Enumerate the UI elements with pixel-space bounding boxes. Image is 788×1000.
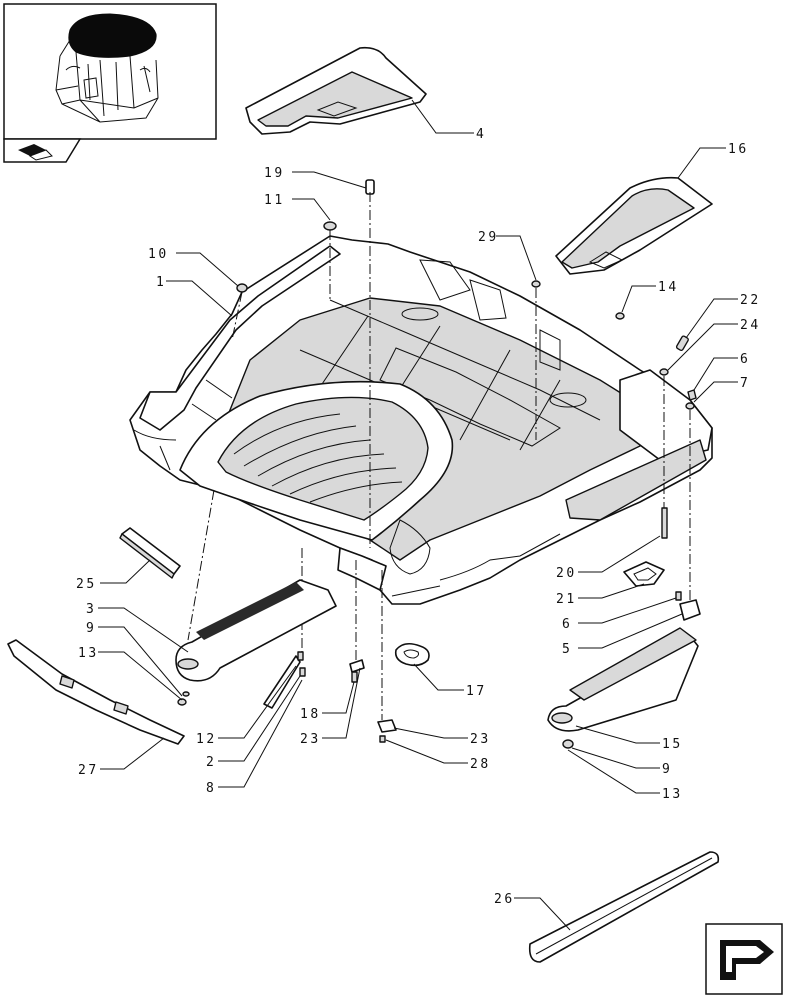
- callout-11: 11: [264, 193, 285, 208]
- part-23-clip[interactable]: [377, 719, 397, 733]
- callout-25: 25: [76, 577, 97, 592]
- part-9-nut-left[interactable]: [177, 698, 187, 706]
- part-25-trim-strip[interactable]: [119, 527, 181, 579]
- part-20-rivet[interactable]: [661, 507, 668, 539]
- callout-16: 16: [728, 142, 749, 157]
- callout-4: 4: [476, 127, 486, 142]
- callout-10: 10: [148, 247, 169, 262]
- part-29-plug[interactable]: [531, 280, 541, 288]
- part-2-screw[interactable]: [297, 651, 304, 661]
- part-19-clip[interactable]: [365, 179, 375, 195]
- callout-13b: 13: [662, 787, 683, 802]
- callout-5: 5: [562, 642, 572, 657]
- part-22-pin[interactable]: [675, 335, 689, 352]
- callout-2: 2: [206, 755, 216, 770]
- cab-roof-highlight: [68, 13, 157, 58]
- part-7-nut[interactable]: [685, 402, 695, 410]
- callout-1: 1: [156, 275, 166, 290]
- callout-24: 24: [740, 318, 761, 333]
- part-28-plug[interactable]: [379, 735, 386, 743]
- callout-9b: 9: [662, 762, 672, 777]
- callout-17: 17: [466, 684, 487, 699]
- part-6-clip-lower[interactable]: [675, 591, 682, 601]
- callout-22: 22: [740, 293, 761, 308]
- callout-8: 8: [206, 781, 216, 796]
- callout-20: 20: [556, 566, 577, 581]
- part-21-seal[interactable]: [623, 561, 665, 587]
- part-10-nut[interactable]: [236, 283, 248, 293]
- part-15-duct[interactable]: [547, 627, 699, 732]
- part-13-washer-left[interactable]: [182, 691, 190, 697]
- callout-12: 12: [196, 732, 217, 747]
- part-1-roof-frame[interactable]: [129, 235, 713, 605]
- part-4-top-cover[interactable]: [245, 46, 427, 135]
- part-17-seal[interactable]: [394, 642, 430, 667]
- part-26-seal-strip[interactable]: [528, 851, 720, 963]
- part-3-air-duct[interactable]: [175, 579, 337, 682]
- part-16-right-cover[interactable]: [555, 176, 713, 275]
- part-6-washer[interactable]: [687, 389, 697, 401]
- part-5-bracket[interactable]: [679, 599, 701, 621]
- callout-18: 18: [300, 707, 321, 722]
- callout-19: 19: [264, 166, 285, 181]
- callout-3: 3: [86, 602, 96, 617]
- part-27-front-trim[interactable]: [7, 639, 185, 745]
- callout-15: 15: [662, 737, 683, 752]
- part-14-plug[interactable]: [615, 312, 625, 320]
- callout-26: 26: [494, 892, 515, 907]
- callout-27: 27: [78, 763, 99, 778]
- callout-21: 21: [556, 592, 577, 607]
- cab-frame-sketch: [55, 39, 159, 123]
- callout-7: 7: [740, 376, 750, 391]
- cab-locator-thumbnail[interactable]: [3, 3, 217, 140]
- book-page-back-icon[interactable]: [3, 138, 82, 163]
- part-24-nut[interactable]: [659, 368, 669, 376]
- part-12-bracket[interactable]: [263, 655, 301, 709]
- part-18-pin[interactable]: [349, 659, 365, 683]
- next-page-arrow-icon[interactable]: [705, 923, 783, 995]
- leader-lines: [98, 99, 738, 931]
- assembly-axis-lines: [187, 192, 691, 720]
- callout-14: 14: [658, 280, 679, 295]
- part-11-grommet[interactable]: [323, 221, 337, 231]
- callout-29: 29: [478, 230, 499, 245]
- callout-6b: 6: [562, 617, 572, 632]
- callout-9a: 9: [86, 621, 96, 636]
- part-8-screw[interactable]: [299, 667, 306, 677]
- part-9-nut-lower[interactable]: [562, 739, 574, 749]
- callout-6a: 6: [740, 352, 750, 367]
- callout-23b: 23: [470, 732, 491, 747]
- callout-13a: 13: [78, 646, 99, 661]
- callout-23a: 23: [300, 732, 321, 747]
- callout-28: 28: [470, 757, 491, 772]
- callout-labels: 4 16 19 11 29 10 1 14 22 24 6 7 25 20 21…: [76, 127, 761, 907]
